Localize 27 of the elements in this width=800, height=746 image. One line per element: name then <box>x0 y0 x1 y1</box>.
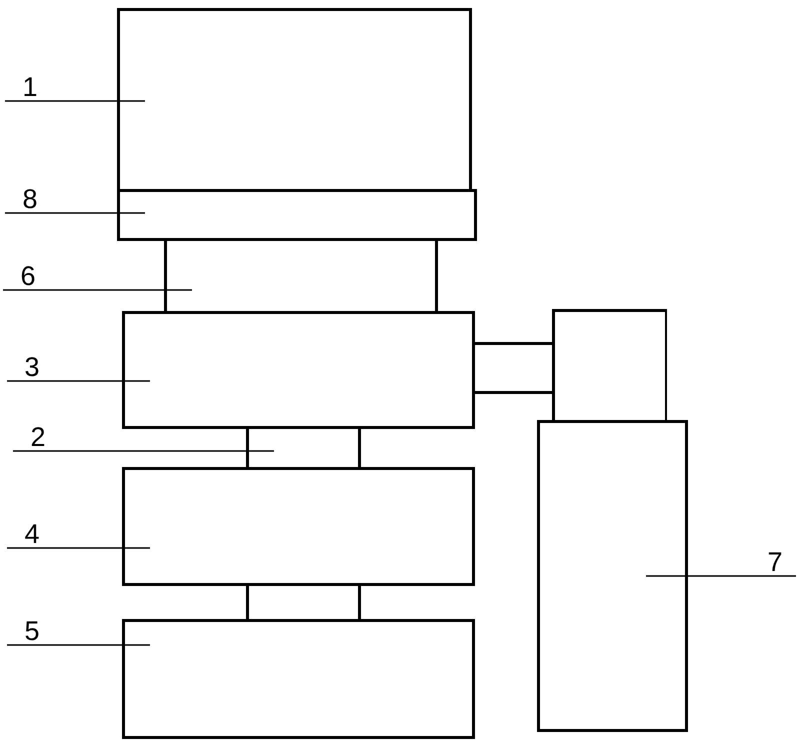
leader-line <box>5 212 145 214</box>
plate <box>117 189 477 241</box>
callout-number: 7 <box>764 548 786 576</box>
callout-number: 5 <box>21 617 43 645</box>
callout-number: 1 <box>19 73 41 101</box>
top-block <box>552 309 667 421</box>
coupling <box>246 585 361 620</box>
leader-line <box>7 380 150 382</box>
callout-number: 6 <box>17 262 39 290</box>
connecting-rods <box>474 342 554 394</box>
coupling <box>246 428 361 468</box>
leader-line <box>7 644 150 646</box>
callout-number: 8 <box>19 185 41 213</box>
lower-block <box>122 467 475 586</box>
middle-block <box>122 311 475 429</box>
callout-number: 4 <box>21 520 43 548</box>
upper-block <box>117 8 472 192</box>
base-block <box>122 619 475 739</box>
leader-line <box>5 100 145 102</box>
leader-line <box>13 450 274 452</box>
leader-line <box>646 575 796 577</box>
leader-line <box>7 547 150 549</box>
side-block <box>537 420 688 732</box>
support-posts <box>164 240 438 312</box>
leader-line <box>3 289 192 291</box>
callout-number: 3 <box>21 353 43 381</box>
callout-number: 2 <box>27 423 49 451</box>
